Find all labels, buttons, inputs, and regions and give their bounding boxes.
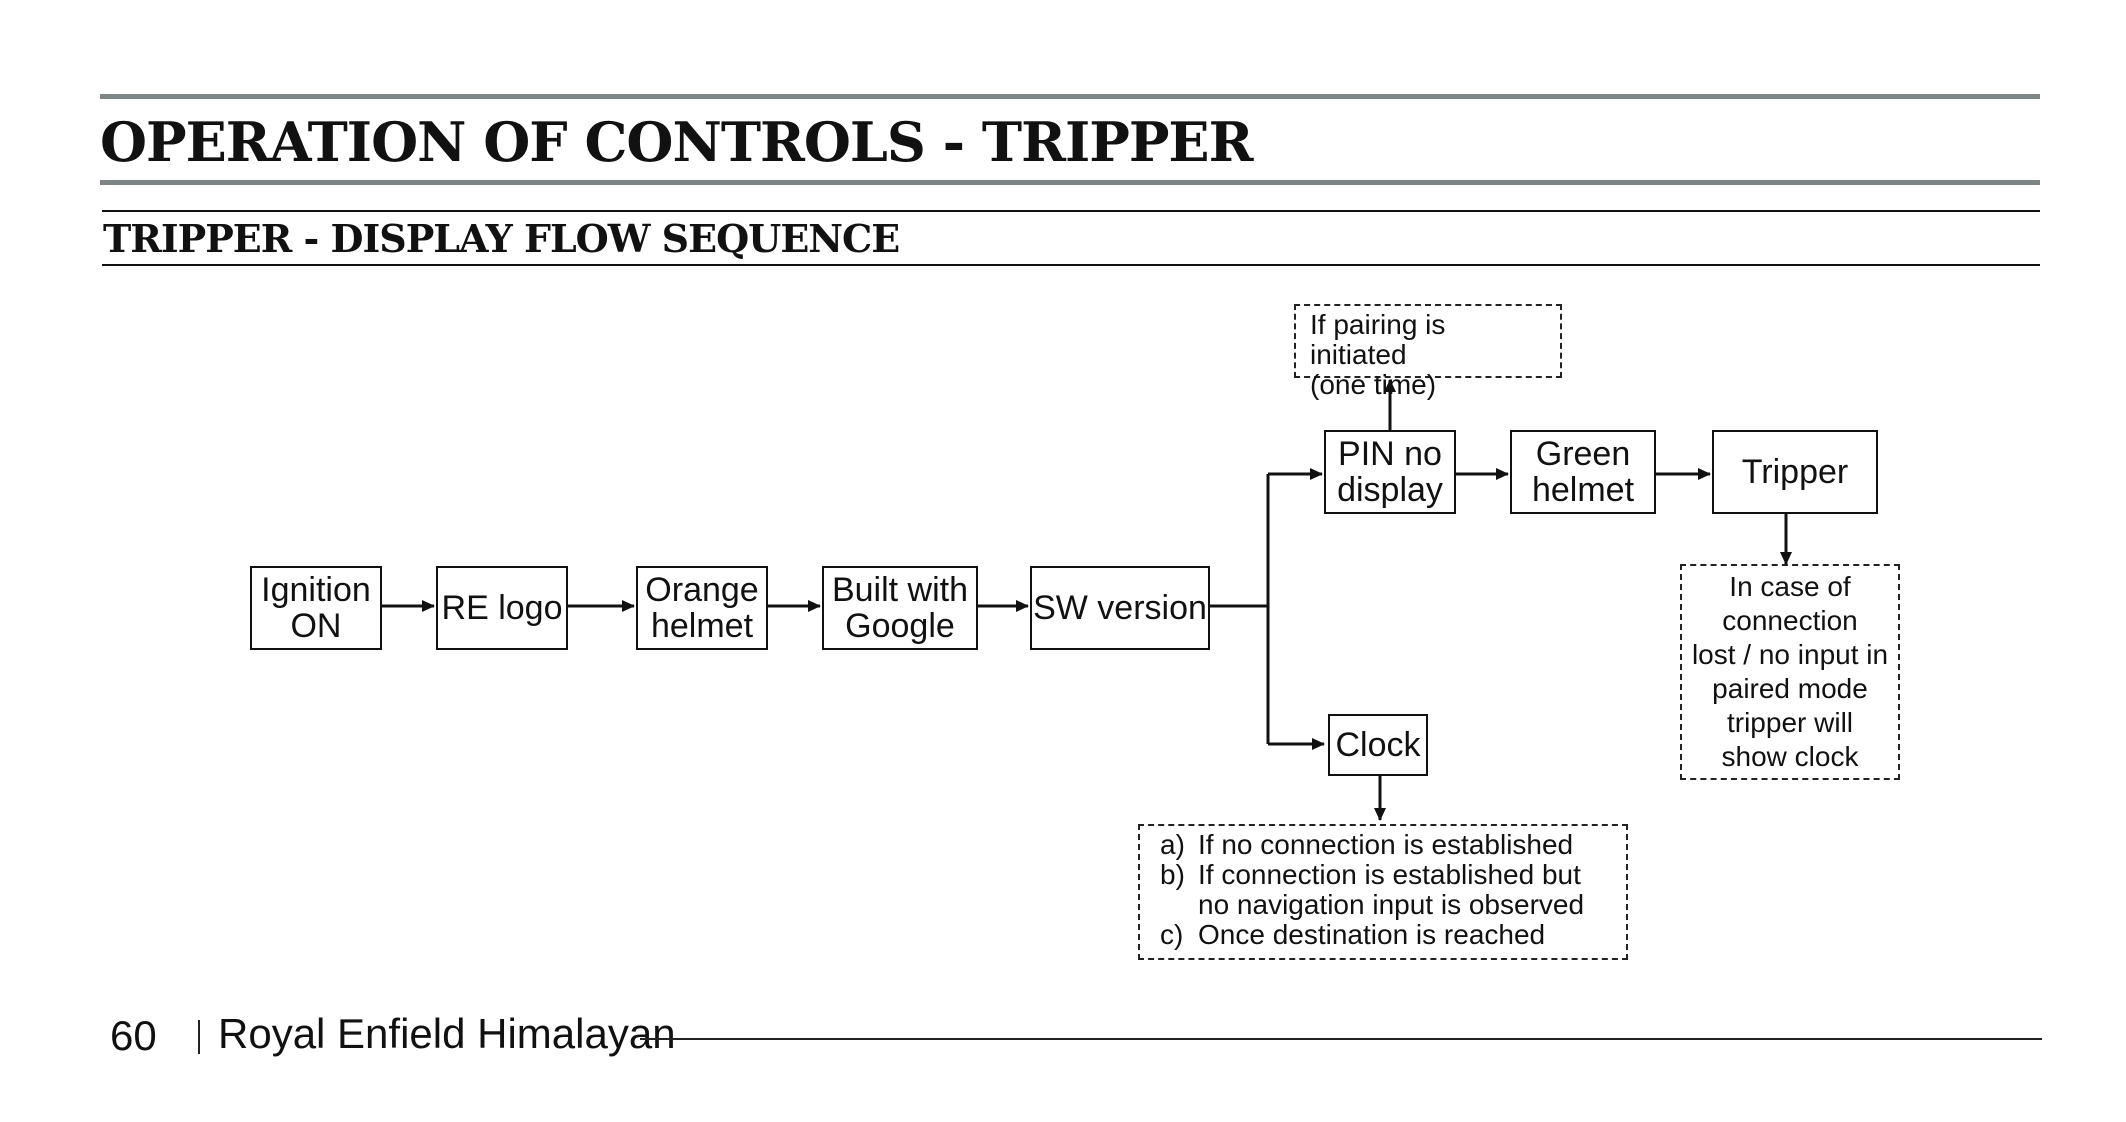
top-rule (100, 94, 2040, 99)
note-clock-conditions: a)If no connection is established b)If c… (1138, 824, 1628, 960)
footer-brand: Royal Enfield Himalayan (218, 1010, 676, 1057)
node-built-with-google: Built with Google (822, 566, 978, 650)
node-ignition-on: Ignition ON (250, 566, 382, 650)
node-re-logo: RE logo (436, 566, 568, 650)
branch-line (1210, 474, 1270, 744)
footer-rule (640, 1038, 2042, 1040)
footer-separator (198, 1020, 200, 1054)
note-connection-lost: In case of connection lost / no input in… (1680, 564, 1900, 780)
node-sw-version: SW version (1030, 566, 1210, 650)
node-orange-helmet: Orange helmet (636, 566, 768, 650)
page-title: OPERATION OF CONTROLS - TRIPPER (100, 110, 1253, 174)
condition-a: a)If no connection is established (1160, 829, 1574, 860)
condition-b: b)If connection is established but no na… (1160, 859, 1585, 920)
section-top-rule (102, 210, 2040, 212)
node-tripper: Tripper (1712, 430, 1878, 514)
clock-conditions-list: a)If no connection is established b)If c… (1160, 830, 1610, 950)
node-green-helmet: Green helmet (1510, 430, 1656, 514)
condition-c: c)Once destination is reached (1160, 919, 1546, 950)
note-pairing: If pairing is initiated (one time) (1294, 304, 1562, 400)
title-rule (100, 180, 2040, 185)
node-clock: Clock (1328, 714, 1428, 776)
page-number: 60 (110, 1012, 157, 1059)
section-title: TRIPPER - DISPLAY FLOW SEQUENCE (103, 216, 900, 261)
section-bottom-rule (102, 264, 2040, 266)
node-pin-display: PIN no display (1324, 430, 1456, 514)
